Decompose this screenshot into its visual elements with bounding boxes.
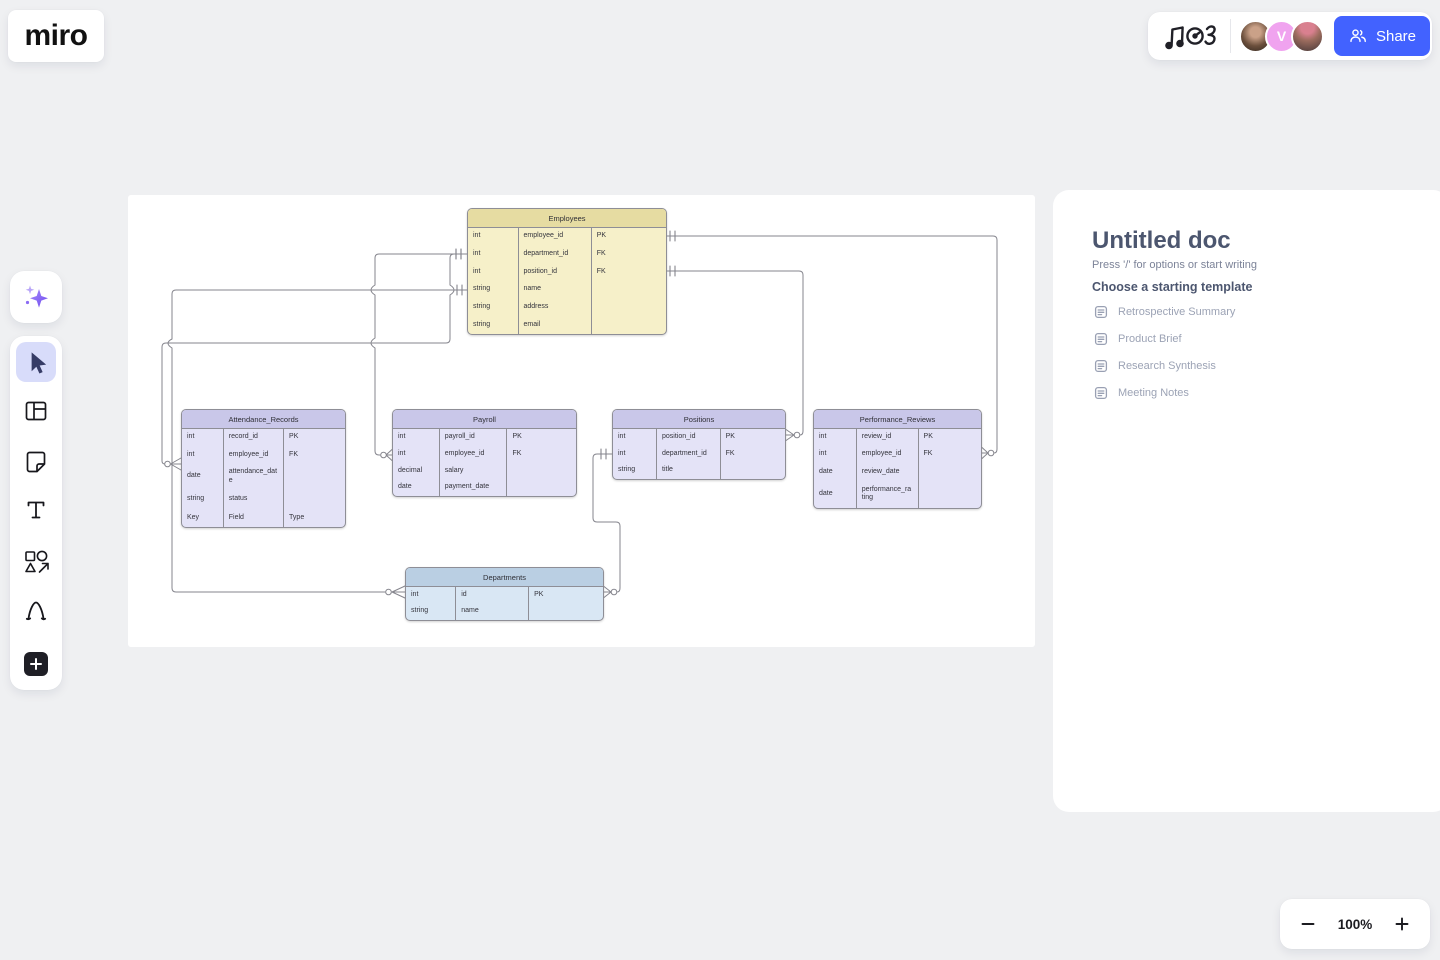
document-icon	[1094, 359, 1108, 373]
shapes-icon	[22, 548, 50, 576]
template-item-0[interactable]: Retrospective Summary	[1094, 304, 1235, 320]
template-item-label: Retrospective Summary	[1118, 306, 1236, 318]
sticky-note-icon	[22, 447, 50, 475]
tool-templates[interactable]	[16, 391, 56, 431]
header-divider	[1230, 19, 1231, 53]
zoom-controls: 100%	[1280, 899, 1430, 949]
template-item-3[interactable]: Meeting Notes	[1094, 385, 1235, 401]
zoom-out-button[interactable]	[1294, 910, 1322, 938]
template-item-2[interactable]: Research Synthesis	[1094, 358, 1235, 374]
tool-select[interactable]	[16, 342, 56, 382]
cursor-icon	[22, 348, 50, 376]
zoom-level[interactable]: 100%	[1337, 916, 1373, 932]
er-table-title: Positions	[613, 410, 785, 429]
er-table-title: Performance_Reviews	[814, 410, 981, 429]
er-table-title: Employees	[468, 209, 666, 228]
share-people-icon	[1348, 26, 1368, 46]
main-toolbar	[10, 336, 62, 690]
template-item-label: Product Brief	[1118, 333, 1182, 345]
miro-logo[interactable]: miro	[8, 10, 104, 62]
miro-logo-text: miro	[24, 19, 88, 52]
pen-icon	[22, 596, 50, 624]
er-table-title: Departments	[406, 568, 603, 587]
tool-add-more[interactable]	[24, 652, 48, 676]
doc-placeholder[interactable]: Press '/' for options or start writing	[1092, 259, 1257, 271]
avatar-user-3[interactable]	[1291, 19, 1324, 53]
zoom-in-button[interactable]	[1388, 910, 1416, 938]
doc-title[interactable]: Untitled doc	[1092, 227, 1231, 254]
top-header-bar: V Share	[1148, 12, 1432, 60]
tool-shapes[interactable]	[16, 542, 56, 582]
document-icon	[1094, 305, 1108, 319]
collaborator-avatars: V	[1239, 19, 1324, 53]
template-item-label: Research Synthesis	[1118, 360, 1216, 372]
sparkles-icon	[21, 282, 51, 312]
template-item-label: Meeting Notes	[1118, 387, 1189, 399]
plus-icon	[29, 657, 43, 671]
music-notes-timer-doodle-icon	[1162, 19, 1224, 53]
er-table-title: Attendance_Records	[182, 410, 345, 429]
text-icon	[22, 496, 50, 524]
er-table-title: Payroll	[393, 410, 576, 429]
document-icon	[1094, 386, 1108, 400]
toolbar-ai-assistant[interactable]	[10, 271, 62, 323]
doc-panel[interactable]: Untitled doc Press '/' for options or st…	[1053, 190, 1440, 812]
tool-pen[interactable]	[16, 590, 56, 630]
tool-sticky-note[interactable]	[16, 441, 56, 481]
template-item-1[interactable]: Product Brief	[1094, 331, 1235, 347]
frame-icon	[22, 397, 50, 425]
document-icon	[1094, 332, 1108, 346]
templates-heading: Choose a starting template	[1092, 280, 1253, 294]
share-label: Share	[1375, 27, 1417, 45]
tool-text[interactable]	[16, 490, 56, 530]
share-button[interactable]: Share	[1334, 16, 1430, 56]
